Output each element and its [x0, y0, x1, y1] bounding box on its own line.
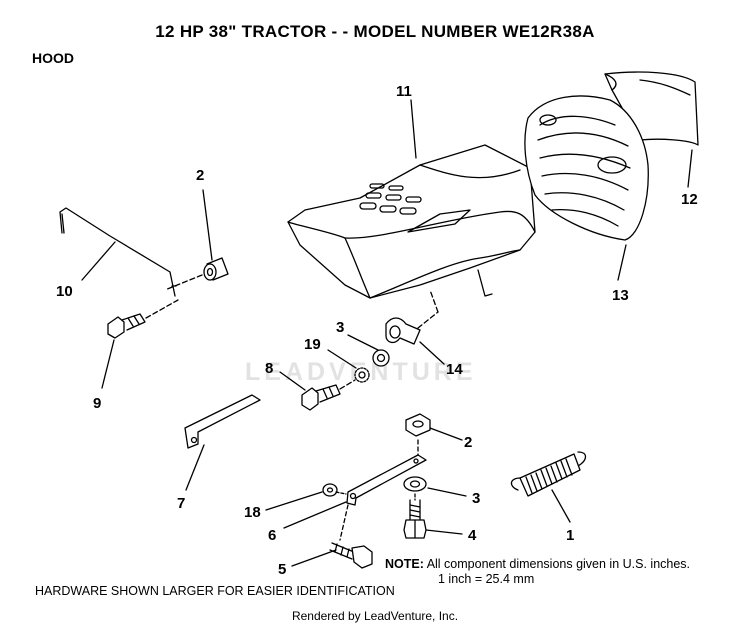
leader-1: [551, 489, 571, 523]
leader-2a: [202, 189, 213, 261]
leader-10: [81, 241, 116, 281]
callout-2-upper: 2: [196, 167, 204, 184]
callout-14: 14: [446, 361, 463, 378]
bolt-9-part: [107, 313, 146, 339]
hood-part: [287, 144, 536, 299]
dash-14: [417, 311, 439, 329]
leader-3a: [347, 334, 379, 351]
hardware-note: HARDWARE SHOWN LARGER FOR EASIER IDENTIF…: [35, 584, 395, 598]
leader-8: [279, 371, 306, 391]
callout-13: 13: [612, 287, 629, 304]
leader-7: [185, 444, 205, 491]
washer-lower-part: [403, 476, 427, 492]
callout-6: 6: [268, 527, 276, 544]
callout-18: 18: [244, 504, 261, 521]
leader-9: [101, 339, 115, 389]
callout-3-upper: 3: [336, 319, 344, 336]
callout-4: 4: [468, 527, 477, 544]
spring-part: [510, 451, 587, 497]
callout-10: 10: [56, 283, 73, 300]
leader-6: [283, 501, 347, 529]
callout-11: 11: [396, 83, 412, 100]
rod-part: [59, 207, 177, 297]
callout-12: 12: [681, 191, 698, 208]
rendered-by: Rendered by LeadVenture, Inc.: [291, 609, 459, 623]
callout-5: 5: [278, 561, 286, 578]
callout-3-lower: 3: [472, 490, 480, 507]
bolt-4-part: [403, 499, 427, 539]
leader-12: [687, 149, 693, 188]
washer-upper-part: [372, 349, 390, 367]
note-label: NOTE:: [385, 557, 424, 571]
leader-13: [617, 244, 627, 281]
nut-part: [405, 413, 431, 437]
leader-19: [327, 349, 357, 369]
leader-2b: [429, 427, 463, 441]
note-text-2: 1 inch = 25.4 mm: [438, 572, 535, 586]
dash-18: [335, 491, 347, 495]
bracket-7-part: [184, 394, 261, 449]
dash-hood: [429, 289, 439, 313]
callout-2-lower: 2: [464, 434, 472, 451]
page-title: 12 HP 38" TRACTOR - - MODEL NUMBER WE12R…: [155, 22, 595, 41]
dimension-note: NOTE: All component dimensions given in …: [385, 557, 690, 587]
callout-19: 19: [304, 336, 321, 353]
dash-9: [145, 299, 179, 319]
dash-5: [339, 504, 349, 541]
callout-9: 9: [93, 395, 101, 412]
note-text-1: All component dimensions given in U.S. i…: [426, 557, 691, 571]
leader-4: [425, 529, 463, 535]
dash-8: [339, 379, 356, 390]
leader-11: [410, 99, 417, 159]
section-label: HOOD: [32, 50, 74, 66]
callout-7: 7: [177, 495, 185, 512]
bolt-5-part: [329, 542, 373, 569]
clip-part: [385, 317, 421, 345]
washer-18-part: [322, 483, 338, 497]
leader-5: [291, 549, 337, 567]
leader-18: [265, 491, 323, 511]
bushing-upper-part: [203, 257, 229, 281]
bolt-8-part: [301, 384, 341, 411]
lens-part: [604, 71, 699, 146]
grille-part: [524, 95, 649, 241]
leader-3b: [427, 487, 467, 497]
callout-8: 8: [265, 360, 273, 377]
callout-1: 1: [566, 527, 574, 544]
leader-14: [419, 341, 445, 365]
lockwasher-part: [354, 367, 370, 383]
dash-2a: [164, 274, 203, 291]
